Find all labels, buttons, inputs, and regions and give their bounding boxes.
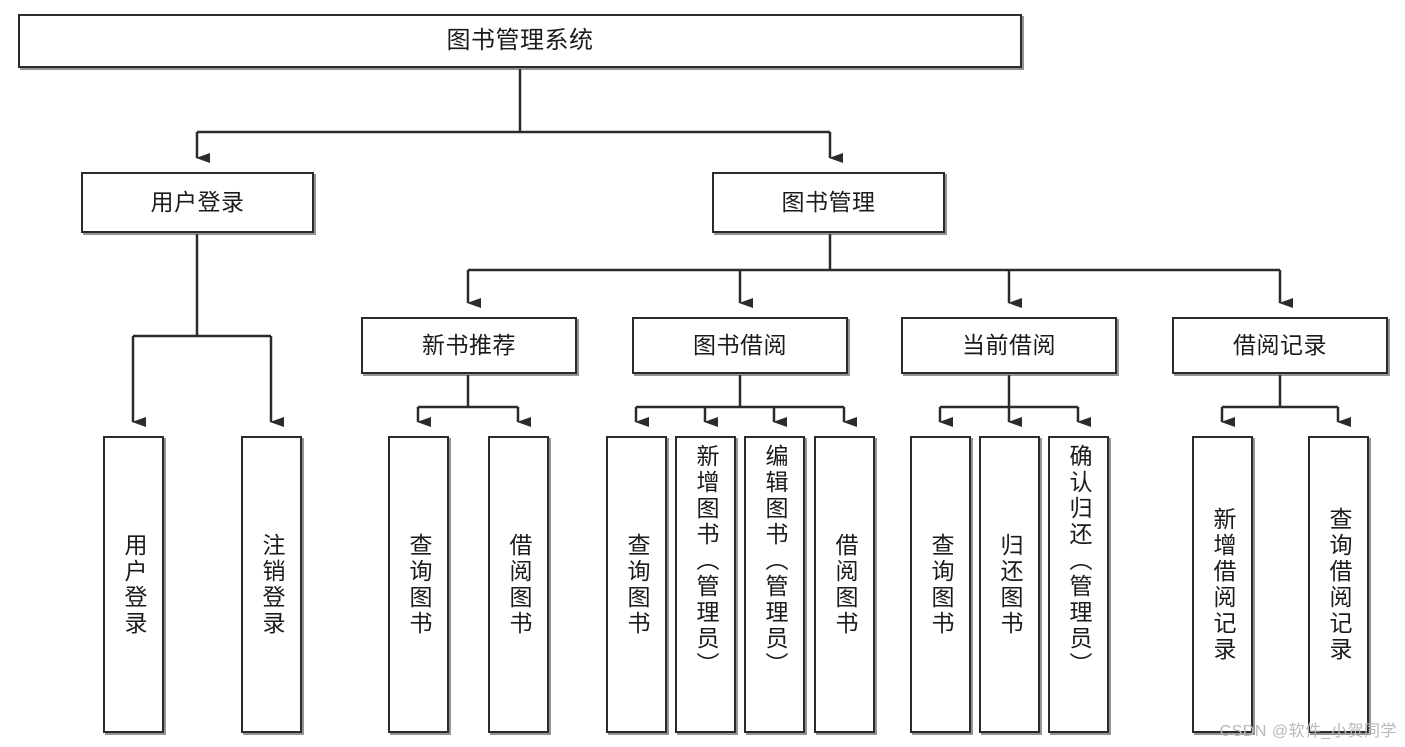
- leaf-borrow-add-book-admin[interactable]: 新增图书（管理员）: [675, 436, 736, 733]
- node-book-borrow[interactable]: 图书借阅: [632, 317, 848, 374]
- node-label: 查询借阅记录: [1326, 506, 1352, 663]
- node-label: 新书推荐: [422, 331, 516, 358]
- leaf-user-login-login[interactable]: 用户登录: [103, 436, 164, 733]
- node-label: 查询图书: [624, 532, 650, 637]
- leaf-record-add-record[interactable]: 新增借阅记录: [1192, 436, 1253, 733]
- node-label: 图书管理系统: [446, 26, 594, 54]
- leaf-recommend-borrow-book[interactable]: 借阅图书: [488, 436, 549, 733]
- node-root-book-management-system[interactable]: 图书管理系统: [18, 14, 1022, 68]
- node-label: 当前借阅: [962, 331, 1056, 358]
- node-label: 注销登录: [259, 532, 285, 637]
- leaf-current-query-book[interactable]: 查询图书: [910, 436, 971, 733]
- node-label: 确认归还（管理员）: [1066, 444, 1092, 678]
- node-label: 编辑图书（管理员）: [762, 444, 788, 678]
- node-label: 归还图书: [997, 532, 1023, 637]
- node-label: 查询图书: [406, 532, 432, 637]
- watermark-text: CSDN @软件_小贺同学: [1219, 723, 1397, 740]
- node-label: 图书借阅: [693, 331, 787, 358]
- node-current-borrow[interactable]: 当前借阅: [901, 317, 1117, 374]
- node-user-login[interactable]: 用户登录: [81, 172, 314, 233]
- node-book-management[interactable]: 图书管理: [712, 172, 945, 233]
- node-label: 新增图书（管理员）: [693, 444, 719, 678]
- node-label: 图书管理: [781, 188, 876, 215]
- leaf-current-confirm-return-admin[interactable]: 确认归还（管理员）: [1048, 436, 1109, 733]
- leaf-record-query-record[interactable]: 查询借阅记录: [1308, 436, 1369, 733]
- node-label: 查询图书: [928, 532, 954, 637]
- leaf-recommend-query-book[interactable]: 查询图书: [388, 436, 449, 733]
- node-new-book-recommend[interactable]: 新书推荐: [361, 317, 577, 374]
- node-label: 借阅记录: [1233, 331, 1327, 358]
- node-label: 借阅图书: [832, 532, 858, 637]
- leaf-current-return-book[interactable]: 归还图书: [979, 436, 1040, 733]
- node-label: 借阅图书: [506, 532, 532, 637]
- node-label: 用户登录: [150, 188, 245, 215]
- leaf-borrow-query-book[interactable]: 查询图书: [606, 436, 667, 733]
- node-label: 用户登录: [121, 532, 147, 637]
- node-label: 新增借阅记录: [1210, 506, 1236, 663]
- leaf-user-login-logout[interactable]: 注销登录: [241, 436, 302, 733]
- node-borrow-record[interactable]: 借阅记录: [1172, 317, 1388, 374]
- leaf-borrow-borrow-book[interactable]: 借阅图书: [814, 436, 875, 733]
- leaf-borrow-edit-book-admin[interactable]: 编辑图书（管理员）: [744, 436, 805, 733]
